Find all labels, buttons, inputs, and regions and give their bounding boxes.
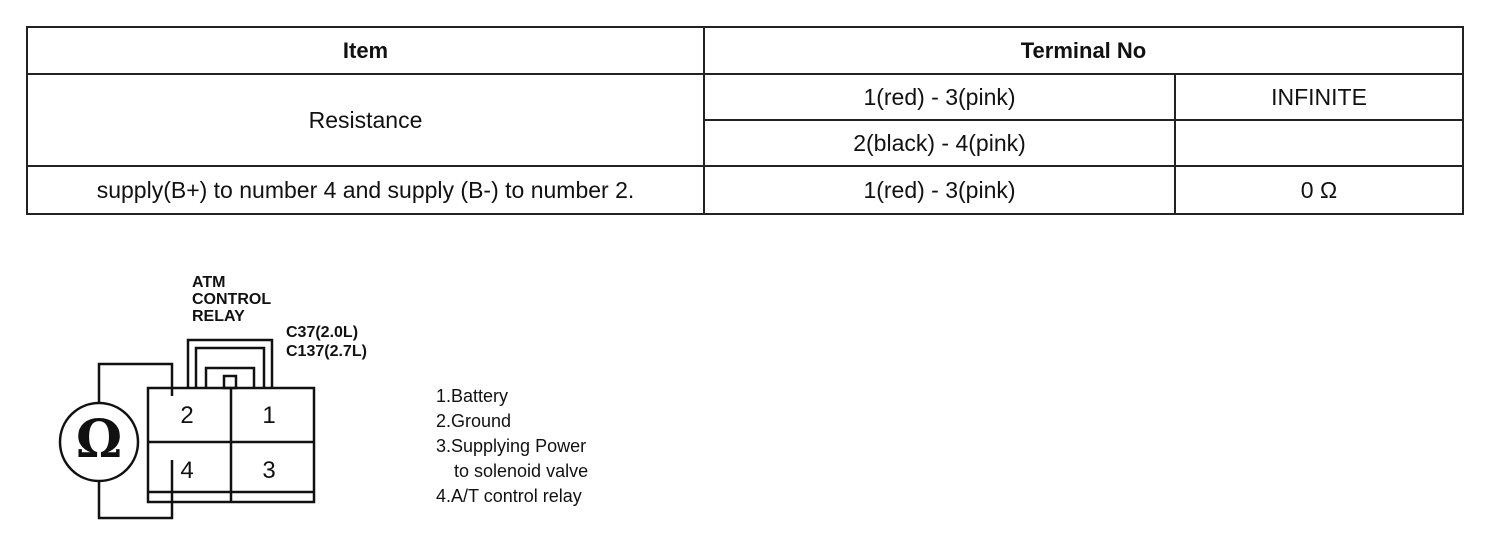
value-cell <box>1174 119 1464 167</box>
relay-latch <box>222 374 238 390</box>
header-item: Item <box>26 26 705 75</box>
pin-legend: 1.Battery 2.Ground 3.Supplying Power to … <box>436 384 588 509</box>
connector-diagram: ATM CONTROL RELAY C37(2.0L) C137(2.7L) Ω… <box>0 230 700 548</box>
ohmmeter-lead-top <box>97 362 174 403</box>
header-terminal-no: Terminal No <box>703 26 1464 75</box>
legend-item: 3.Supplying Power <box>436 436 587 456</box>
pin-3: 3 <box>262 457 276 484</box>
legend-item: 2.Ground <box>436 411 512 431</box>
pin-2: 2 <box>180 402 194 429</box>
relay-label: ATM CONTROL RELAY <box>192 274 272 325</box>
pin-4: 4 <box>180 457 194 484</box>
connector-label: C37(2.0L) C137(2.7L) <box>286 324 367 360</box>
resistance-cell: Resistance <box>26 73 705 167</box>
legend-item: to solenoid valve <box>454 461 589 481</box>
table-row: 2(black) - 4(pink) <box>27 119 1464 167</box>
table-row: supply(B+) to number 4 and supply (B-) t… <box>26 165 1464 215</box>
ohm-icon: Ω <box>75 409 123 470</box>
terminal-cell: 2(black) - 4(pink) <box>703 119 1176 167</box>
value-cell: INFINITE <box>1174 73 1464 121</box>
table-header-row: Item Terminal No <box>26 26 1464 75</box>
relay-housing <box>186 338 274 388</box>
terminal-spec-table: Item Terminal No Resistance 1(red) - 3(p… <box>26 26 1464 215</box>
table-row: Resistance 1(red) - 3(pink) INFINITE <box>26 73 1464 167</box>
condition-cell: supply(B+) to number 4 and supply (B-) t… <box>26 165 705 215</box>
legend-item: 1.Battery <box>436 386 509 406</box>
value-cell: 0 Ω <box>1174 165 1464 215</box>
terminal-cell: 1(red) - 3(pink) <box>703 73 1176 121</box>
wiring-drawing <box>58 338 316 520</box>
ohmmeter-lead-bottom <box>97 460 174 520</box>
pin-1: 1 <box>262 402 276 429</box>
terminal-cell: 1(red) - 3(pink) <box>703 165 1176 215</box>
legend-item: 4.A/T control relay <box>436 486 582 506</box>
